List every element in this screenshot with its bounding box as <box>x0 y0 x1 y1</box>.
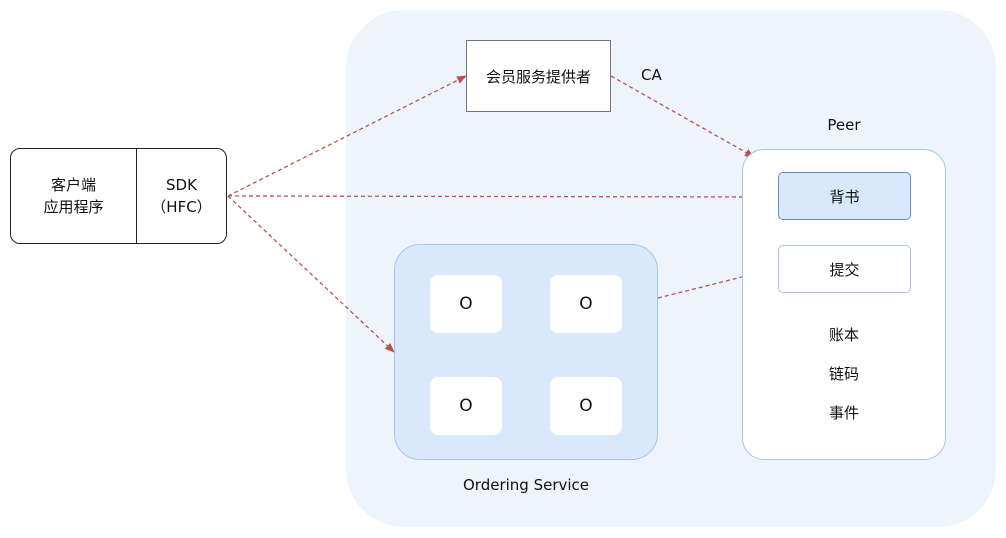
orderer-node-label: O <box>459 396 473 416</box>
peer-item-ledger: 账本 <box>828 326 859 344</box>
client-app-line2: 应用程序 <box>43 198 104 216</box>
orderer-node-label: O <box>579 294 593 314</box>
sdk-cell: SDK （HFC） <box>137 149 226 243</box>
orderer-node-bottom-left: O <box>430 377 502 435</box>
orderer-node-label: O <box>579 396 593 416</box>
orderer-node-bottom-right: O <box>550 377 622 435</box>
peer-item-chaincode: 链码 <box>828 365 859 383</box>
commit-label: 提交 <box>829 260 860 279</box>
commit-box: 提交 <box>778 245 911 293</box>
arrow-sdk-to-ca <box>227 75 467 197</box>
endorse-box: 背书 <box>778 172 911 220</box>
client-app-cell: 客户端 应用程序 <box>11 149 137 243</box>
arrow-sdk-to-ordering <box>227 195 395 353</box>
ca-tag: CA <box>641 66 662 84</box>
orderer-node-top-left: O <box>430 275 502 333</box>
orderer-node-top-right: O <box>550 275 622 333</box>
client-box: 客户端 应用程序 SDK （HFC） <box>10 148 227 244</box>
membership-service-box: 会员服务提供者 <box>466 40 611 112</box>
arrow-ca-to-peer <box>610 75 755 158</box>
arrow-sdk-to-endorse <box>227 192 779 201</box>
sdk-line1: SDK <box>166 176 197 194</box>
sdk-line2: （HFC） <box>151 198 212 216</box>
membership-service-label: 会员服务提供者 <box>485 67 591 86</box>
peer-item-events: 事件 <box>828 404 859 422</box>
ordering-service-label: Ordering Service <box>462 476 590 494</box>
peer-title: Peer <box>827 116 861 134</box>
orderer-node-label: O <box>459 294 473 314</box>
endorse-label: 背书 <box>829 187 860 206</box>
client-app-line1: 客户端 <box>50 176 96 194</box>
